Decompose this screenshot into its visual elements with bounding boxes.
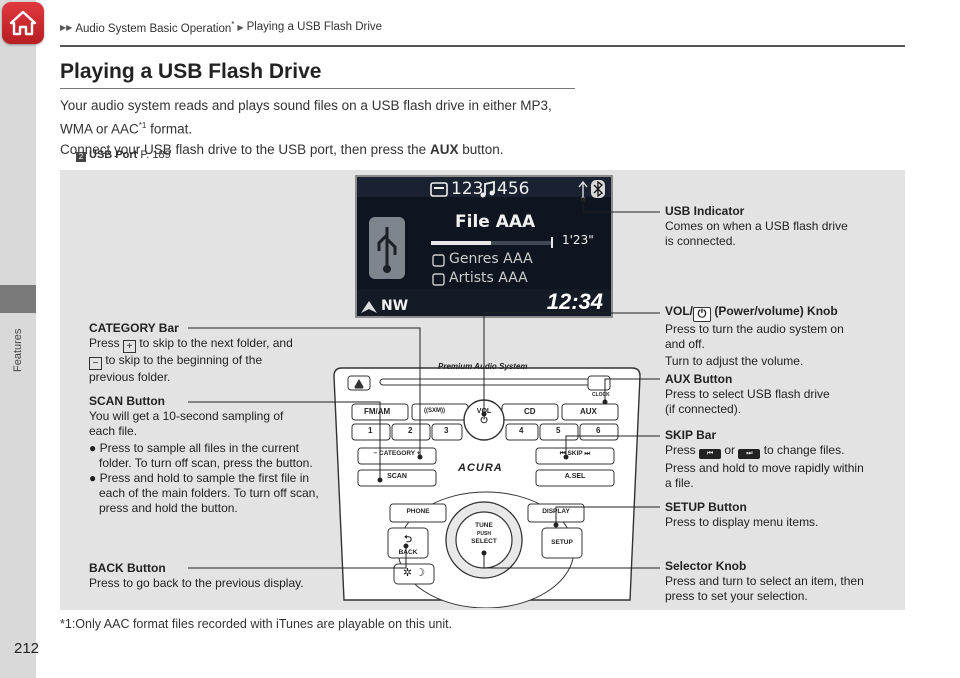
callout-scan-button: SCAN Button You will get a 10-second sam… (89, 394, 319, 515)
skip-bar[interactable]: ⏮ SKIP ⏭ (559, 450, 591, 457)
side-strip (0, 0, 36, 678)
acura-logo: ACURA (458, 462, 503, 474)
clock-display: 12:34 (546, 289, 603, 314)
breadcrumb-arrow-icon: ▶ (237, 22, 244, 32)
audio-display-screen: 123 456 File AAA 1'23" Genres AAA Artist… (355, 175, 613, 318)
callout-category-bar: CATEGORY Bar Press + to skip to the next… (89, 321, 293, 384)
cd-button[interactable]: CD (524, 407, 536, 416)
elapsed-time: 1'23" (562, 233, 594, 247)
power-icon: ⏻ (480, 415, 488, 425)
page-title: Playing a USB Flash Drive (60, 60, 322, 83)
preset-1-button[interactable]: 1 (368, 426, 373, 435)
home-icon[interactable] (2, 2, 44, 44)
scan-button[interactable]: SCAN (387, 473, 407, 480)
callout-usb-indicator: USB Indicator Comes on when a USB flash … (665, 204, 848, 248)
phone-button[interactable]: PHONE (406, 508, 430, 515)
preset-5-button[interactable]: 5 (556, 426, 561, 435)
header-divider (60, 45, 905, 47)
breadcrumb-arrow-icon: ▶▶ (60, 22, 73, 32)
aux-button[interactable]: AUX (580, 407, 597, 416)
brand-label: Premium Audio System (438, 362, 528, 371)
fm-am-button[interactable]: FM/AM (364, 407, 391, 416)
callout-aux-button: AUX Button Press to select USB flash dri… (665, 372, 830, 416)
clock-button-label: CLOCK (592, 392, 610, 398)
breadcrumb: ▶▶ Audio System Basic Operation* ▶ Playi… (60, 20, 382, 35)
footnote: *1:Only AAC format files recorded with i… (60, 617, 453, 631)
breadcrumb-link-audio[interactable]: Audio System Basic Operation* (75, 20, 235, 35)
section-tab[interactable] (0, 285, 36, 313)
callout-back-button: BACK Button Press to go back to the prev… (89, 561, 304, 590)
back-button[interactable]: ⮌BACK (398, 534, 418, 556)
a-sel-button[interactable]: A.SEL (564, 473, 586, 480)
house-icon (9, 10, 37, 36)
artist-name: Artists AAA (449, 270, 528, 286)
xm-button[interactable]: ((SXM)) (424, 408, 445, 414)
category-bar[interactable]: − CATEGORY + (373, 450, 421, 457)
setup-button[interactable]: SETUP (551, 539, 573, 546)
preset-6-button[interactable]: 6 (596, 426, 601, 435)
page-number: 212 (14, 640, 40, 657)
folder-number: 123 (451, 179, 484, 199)
compass-heading: NW (381, 298, 409, 314)
skip-forward-icon: ⏭ (738, 449, 761, 459)
brightness-button[interactable]: ✲ ☽ (394, 566, 434, 579)
back-arrow-icon: ⮌ (403, 534, 412, 545)
sun-icon: ✲ ☽ (402, 567, 426, 579)
footnote-ref[interactable]: *1 (138, 121, 147, 130)
skip-back-icon: ⏮ (699, 449, 722, 459)
genre-name: Genres AAA (449, 251, 533, 267)
preset-3-button[interactable]: 3 (444, 426, 449, 435)
callout-selector-knob: Selector Knob Press and turn to select a… (665, 559, 864, 603)
title-divider (60, 88, 575, 89)
preset-4-button[interactable]: 4 (519, 426, 524, 435)
callout-skip-bar: SKIP Bar Press ⏮ or ⏭ to change files. P… (665, 428, 864, 490)
callout-vol-knob: VOL/⏻ (Power/volume) Knob Press to turn … (665, 304, 844, 368)
intro-text: Your audio system reads and plays sound … (60, 98, 552, 157)
file-name: File AAA (455, 212, 536, 232)
track-number: 456 (497, 179, 530, 199)
screen-graphics (357, 177, 611, 316)
callout-setup-button: SETUP Button Press to display menu items… (665, 500, 819, 529)
preset-2-button[interactable]: 2 (408, 426, 413, 435)
breadcrumb-current: Playing a USB Flash Drive (246, 21, 383, 34)
minus-key-icon: − (89, 357, 102, 370)
reference-icon: 2 (76, 152, 86, 162)
plus-key-icon: + (123, 340, 137, 353)
power-icon: ⏻ (693, 307, 712, 322)
